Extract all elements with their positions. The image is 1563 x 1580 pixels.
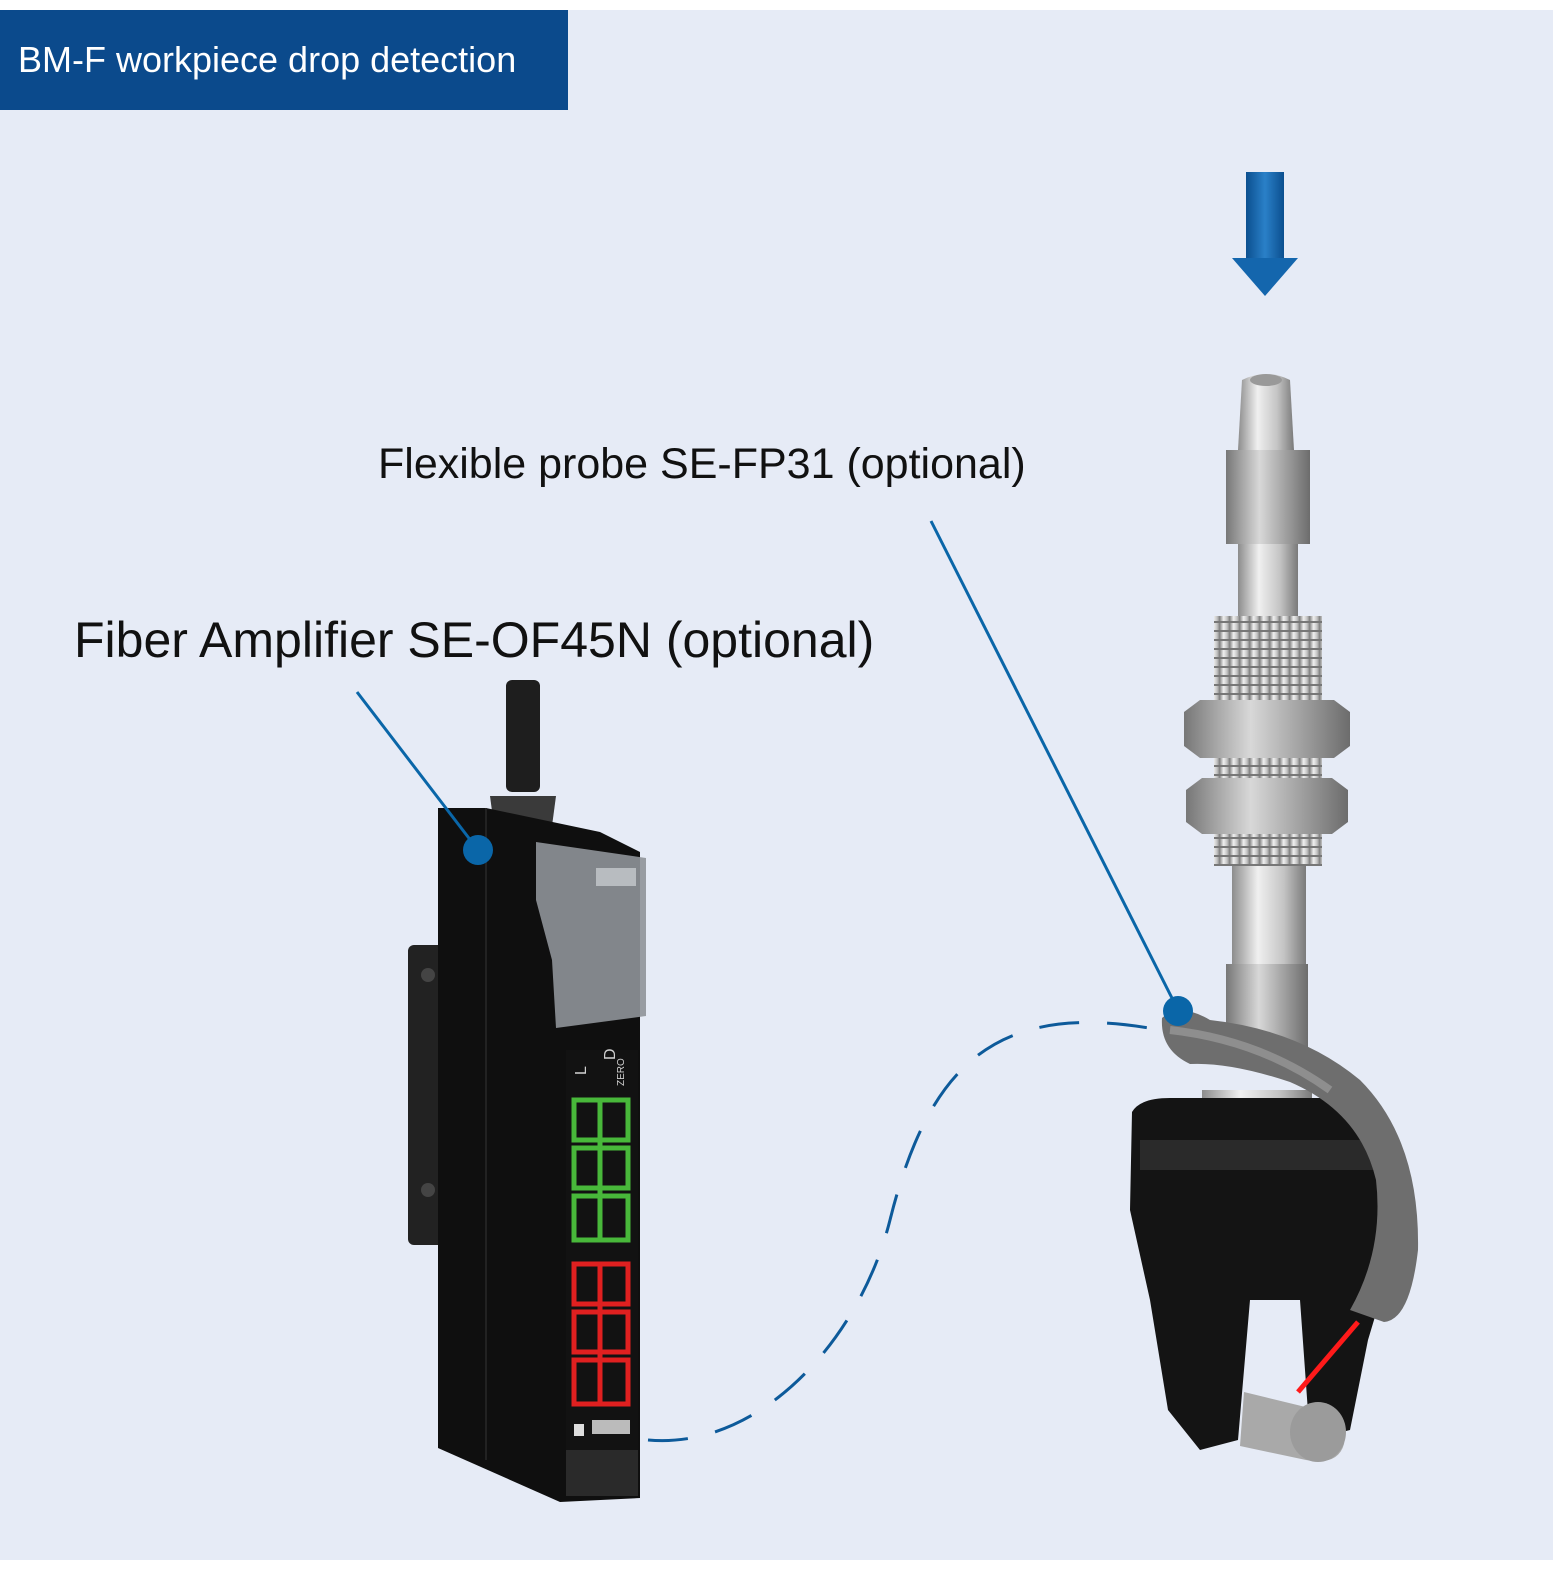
probe-callout: Flexible probe SE-FP31 (optional) — [378, 440, 1026, 488]
down-arrow-icon — [1232, 172, 1298, 296]
detection-beam — [1296, 1320, 1360, 1394]
mode-label-l: L — [573, 1066, 590, 1075]
probe-pointer-dot — [1163, 996, 1193, 1026]
amplifier-leader — [355, 691, 493, 865]
red-display — [571, 1261, 631, 1407]
page-title: BM-F workpiece drop detection — [18, 39, 517, 80]
title-banner: BM-F workpiece drop detection — [0, 10, 568, 110]
mode-label-d: D — [602, 1048, 619, 1060]
fiber-amplifier-device: L D ZERO — [408, 680, 646, 1502]
fiber-cable-dashed — [647, 1021, 1161, 1443]
amplifier-callout: Fiber Amplifier SE-OF45N (optional) — [74, 612, 875, 668]
amplifier-pointer-dot — [463, 835, 493, 865]
zero-label: ZERO — [616, 1058, 627, 1086]
green-display — [571, 1097, 631, 1243]
vacuum-pad-assembly — [1130, 374, 1419, 1462]
probe-leader — [929, 520, 1193, 1026]
